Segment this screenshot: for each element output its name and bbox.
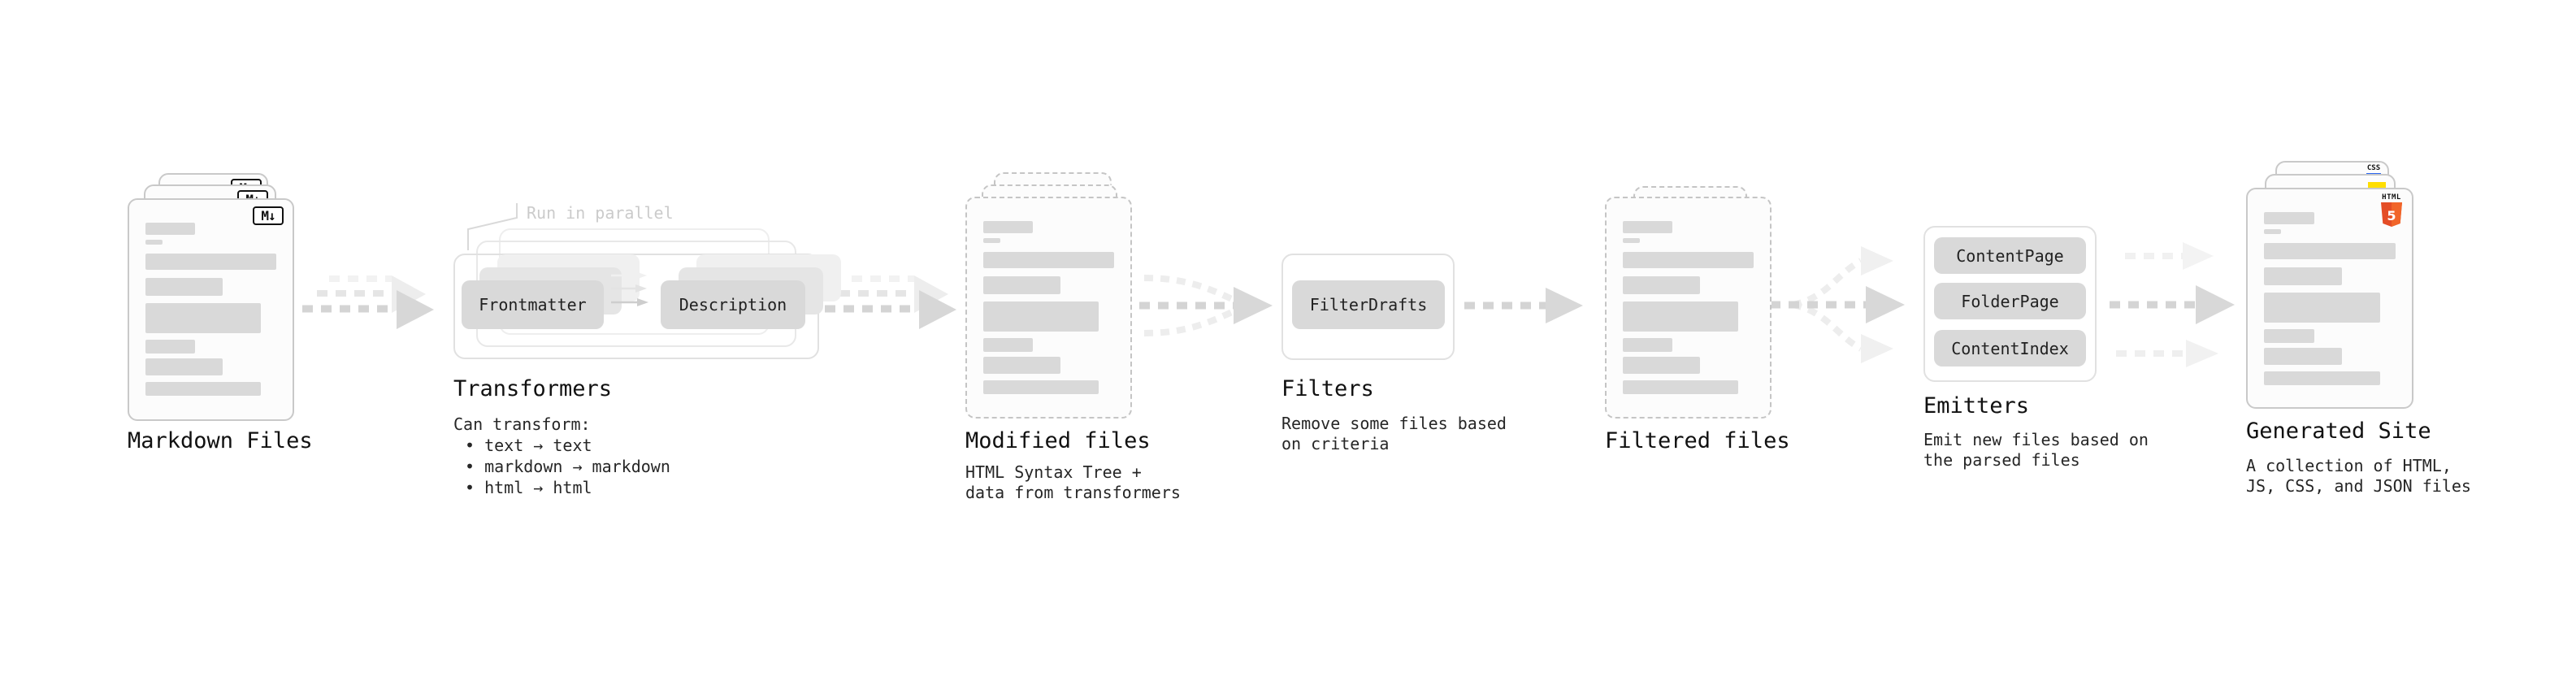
doc-line-bar [983, 338, 1034, 352]
doc-line-bar [983, 276, 1060, 294]
doc-line-bar [1623, 357, 1700, 374]
stage-title-generated-site: Generated Site [2246, 419, 2431, 444]
html5-shield: 5 [2381, 202, 2402, 227]
doc-line-bar [2264, 267, 2342, 285]
doc-line-bar [145, 358, 223, 375]
doc-line-bar [983, 252, 1114, 268]
modified-files-description: HTML Syntax Tree + data from transformer… [965, 462, 1181, 503]
doc-line-bar [2264, 348, 2342, 365]
generated-site-description: A collection of HTML, JS, CSS, and JSON … [2246, 456, 2471, 497]
filters-description: Remove some files based on criteria [1281, 414, 1507, 454]
stage-title-markdown-files: Markdown Files [128, 428, 313, 453]
flow-arrow-stacked-icon [302, 275, 434, 329]
doc-line-bar [1623, 221, 1673, 233]
markdown-icon: M↓ [253, 206, 284, 225]
description-line: on criteria [1281, 434, 1390, 453]
transformers-heading: Can transform: [453, 414, 591, 434]
merge-arrow-icon [1139, 275, 1273, 336]
flow-arrow-stacked-icon [825, 275, 956, 329]
doc-line-bar [145, 240, 163, 245]
doc-line-bar [2264, 293, 2380, 323]
doc-line-bar [2264, 243, 2396, 259]
doc-placeholder-lines [2248, 189, 2412, 385]
frontmatter-node: Frontmatter [462, 280, 604, 329]
doc-line-bar [2264, 371, 2380, 385]
stage-title-emitters: Emitters [1923, 393, 2030, 419]
fanout-arrow-icon [1770, 246, 1905, 363]
stage-title-filtered-files: Filtered files [1605, 428, 1790, 453]
emitters-description: Emit new files based on the parsed files [1923, 430, 2149, 471]
doc-placeholder-lines [129, 200, 293, 396]
filters-panel [1281, 254, 1455, 360]
stage-title-transformers: Transformers [453, 376, 613, 401]
modified-file-card-front [965, 197, 1132, 419]
markdown-file-card-front: M↓ [128, 198, 294, 421]
stage-title-filters: Filters [1281, 376, 1374, 401]
html5-word: HTML [2382, 193, 2401, 202]
filterdrafts-node: FilterDrafts [1292, 280, 1445, 329]
doc-line-bar [145, 340, 196, 354]
doc-line-bar [145, 278, 223, 296]
doc-line-bar [2264, 229, 2282, 234]
doc-line-bar [983, 301, 1099, 332]
doc-line-bar [1623, 276, 1700, 294]
doc-line-bar [983, 238, 1000, 243]
generated-file-card-html: HTML 5 [2246, 188, 2413, 409]
doc-placeholder-lines [967, 198, 1130, 394]
html5-icon: HTML 5 [2381, 194, 2402, 231]
contentpage-node: ContentPage [1934, 237, 2086, 274]
description-line: JS, CSS, and JSON files [2246, 476, 2471, 496]
description-line: the parsed files [1923, 450, 2080, 470]
folderpage-node: FolderPage [1934, 283, 2086, 319]
callout-line [467, 203, 518, 250]
doc-placeholder-lines [1607, 198, 1770, 394]
doc-line-bar [2264, 212, 2314, 224]
triple-arrow-icon [2110, 242, 2235, 367]
doc-line-bar [1623, 238, 1640, 243]
description-line: Remove some files based [1281, 414, 1507, 433]
transformers-description: Can transform: • text → text • markdown … [453, 414, 670, 498]
doc-line-bar [1623, 338, 1673, 352]
doc-line-bar [1623, 301, 1738, 332]
doc-line-bar [983, 380, 1099, 394]
filtered-file-card-front [1605, 197, 1772, 419]
description-line: A collection of HTML, [2246, 456, 2452, 475]
description-node: Description [661, 280, 805, 329]
run-in-parallel-note: Run in parallel [527, 203, 674, 223]
bullet-item: • markdown → markdown [465, 457, 670, 476]
svg-text:5: 5 [2387, 208, 2396, 223]
doc-line-bar [983, 357, 1060, 374]
flow-arrow-icon [1464, 288, 1583, 323]
doc-line-bar [145, 223, 196, 235]
emitters-panel [1923, 226, 2097, 382]
bullet-item: • html → html [465, 478, 592, 497]
doc-line-bar [145, 254, 276, 270]
doc-line-bar [1623, 252, 1754, 268]
description-line: Emit new files based on [1923, 430, 2149, 449]
doc-line-bar [1623, 380, 1738, 394]
description-line: data from transformers [965, 483, 1181, 502]
bullet-item: • text → text [465, 436, 592, 455]
stage-title-modified-files: Modified files [965, 428, 1151, 453]
description-line: HTML Syntax Tree + [965, 462, 1142, 482]
doc-line-bar [145, 382, 261, 396]
contentindex-node: ContentIndex [1934, 330, 2086, 367]
doc-line-bar [145, 303, 261, 333]
doc-line-bar [2264, 329, 2314, 343]
css-label: CSS [2366, 164, 2381, 172]
doc-line-bar [983, 221, 1034, 233]
parallel-arrows-icon [611, 271, 648, 306]
